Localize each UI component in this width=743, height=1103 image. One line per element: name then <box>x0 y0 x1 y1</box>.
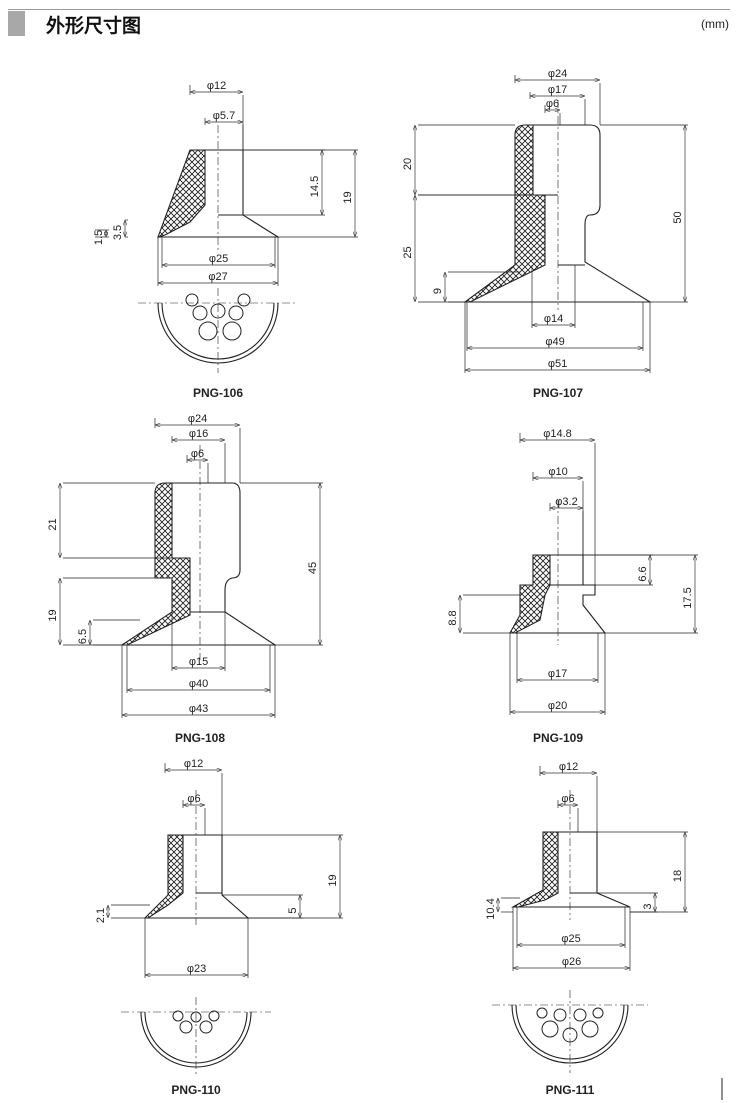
suction-hole <box>237 293 251 307</box>
dimension-value: φ25 <box>209 253 228 265</box>
dimension-value: φ17 <box>548 84 567 96</box>
dimension-value: 19 <box>47 609 59 621</box>
model-label: PNG-109 <box>533 731 583 745</box>
suction-hole <box>536 1007 548 1019</box>
unit-label: (mm) <box>701 17 729 31</box>
dimension-value: 19 <box>327 874 339 886</box>
suction-hole <box>541 1020 559 1038</box>
dimension-value: 10.4 <box>485 898 497 919</box>
dimension-value: 19 <box>342 191 354 203</box>
dimension-value: 2.1 <box>95 908 107 923</box>
suction-hole <box>198 321 218 341</box>
dimension-value: φ12 <box>207 80 226 92</box>
model-label: PNG-106 <box>193 386 243 400</box>
dimension-value: φ16 <box>189 428 208 440</box>
dimension-value: 14.5 <box>309 176 321 197</box>
suction-hole <box>581 1020 599 1038</box>
dimension-value: φ23 <box>187 963 206 975</box>
suction-hole <box>199 1020 213 1034</box>
dimension-value: φ26 <box>562 956 581 968</box>
dimension-value: φ20 <box>548 700 567 712</box>
suction-hole <box>592 1007 604 1019</box>
suction-hole <box>208 1010 220 1022</box>
dimension-value: φ6 <box>546 98 559 110</box>
dimension-value: φ49 <box>545 336 564 348</box>
dimension-value: φ6 <box>187 793 200 805</box>
dimension-value: 3.5 <box>112 225 124 240</box>
dimension-value: φ15 <box>189 656 208 668</box>
dimension-value: 45 <box>307 562 319 574</box>
dimension-value: φ17 <box>548 668 567 680</box>
dimension-value: 3 <box>642 903 654 909</box>
dimension-value: φ5.7 <box>213 110 235 122</box>
dimension-value: φ14 <box>544 313 563 325</box>
suction-hole <box>222 321 242 341</box>
suction-hole <box>553 1008 567 1022</box>
suction-hole <box>179 1020 193 1034</box>
page-title: 外形尺寸图 <box>46 16 142 37</box>
hatched-section <box>143 834 184 919</box>
dimension-value: φ12 <box>559 761 578 773</box>
body-outline <box>510 554 607 634</box>
dimension-value: 20 <box>402 158 414 170</box>
dimension-value: φ24 <box>188 413 207 425</box>
header-marker <box>8 11 25 36</box>
body-outline <box>513 831 631 908</box>
cup-bottom-view <box>511 1004 629 1064</box>
hatched-section <box>463 124 546 303</box>
dimension-value: 17.5 <box>682 587 694 608</box>
dimension-value: 25 <box>402 246 414 258</box>
dimension-value: 18 <box>672 870 684 882</box>
suction-hole <box>185 293 199 307</box>
dimension-value: φ10 <box>548 466 567 478</box>
dimension-value: φ51 <box>548 358 567 370</box>
dimension-value: φ40 <box>189 678 208 690</box>
suction-hole <box>172 1010 184 1022</box>
body-outline <box>465 124 652 303</box>
header-rule <box>8 9 730 10</box>
dimension-value: φ25 <box>561 933 580 945</box>
suction-hole <box>190 1011 202 1023</box>
model-label: PNG-108 <box>175 731 225 745</box>
hatched-section <box>510 831 559 908</box>
dimension-value: 8.8 <box>447 610 459 625</box>
suction-hole <box>228 305 244 321</box>
dimension-value: 1.5 <box>93 230 105 245</box>
dimension-value: φ24 <box>548 68 567 80</box>
dimension-value: 6.6 <box>637 566 649 581</box>
model-label: PNG-107 <box>533 386 583 400</box>
dimension-value: 6.5 <box>77 629 89 644</box>
body-outline <box>122 482 277 646</box>
dimension-value: 21 <box>47 518 59 530</box>
suction-hole <box>573 1008 587 1022</box>
model-label: PNG-110 <box>171 1083 221 1097</box>
dimension-value: φ3.2 <box>555 496 577 508</box>
hatched-section <box>120 482 191 646</box>
suction-hole <box>192 305 208 321</box>
model-label: PNG-111 <box>546 1083 595 1097</box>
dimension-value: 9 <box>432 288 444 294</box>
dimension-value: 50 <box>672 211 684 223</box>
hatched-section <box>509 554 551 634</box>
dimension-value: φ43 <box>189 703 208 715</box>
hatched-section <box>157 149 206 238</box>
dimension-value: φ6 <box>561 793 574 805</box>
dimension-value: φ6 <box>191 448 204 460</box>
dimension-value: φ14.8 <box>543 428 572 440</box>
dimension-value: φ12 <box>184 758 203 770</box>
dimension-value: 5 <box>287 907 299 913</box>
dimension-value: φ27 <box>208 271 227 283</box>
